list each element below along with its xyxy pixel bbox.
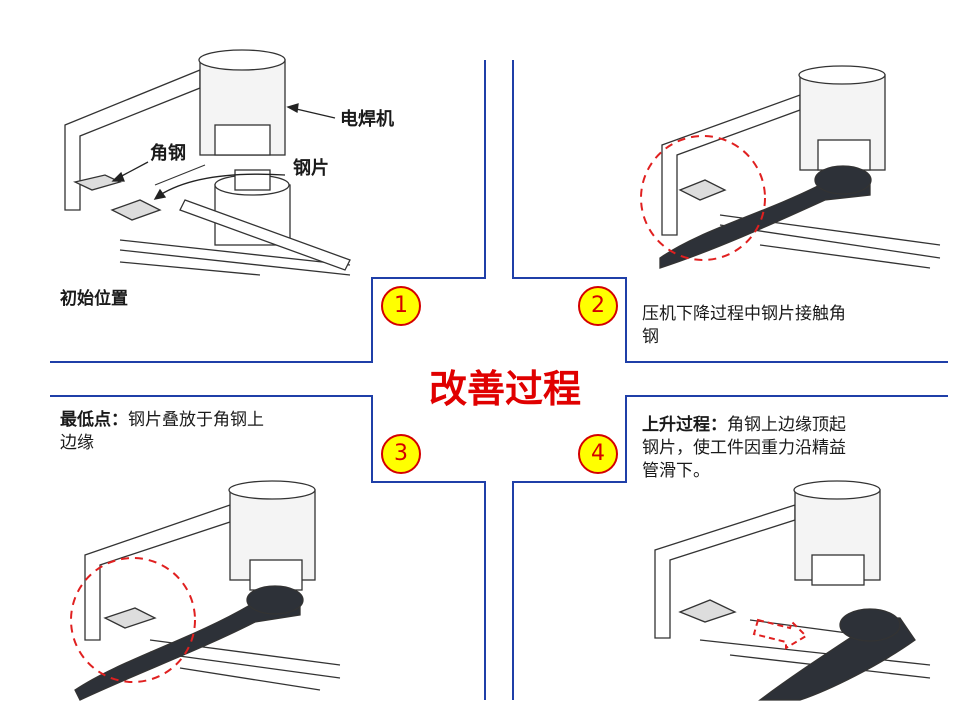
panel2-caption-line1: 压机下降过程中钢片接触角 — [642, 304, 846, 324]
panel3-highlight-circle — [70, 557, 196, 683]
step-badge-4: 4 — [578, 434, 618, 474]
panel1-caption: 初始位置 — [60, 289, 128, 309]
panel3-illustration — [74, 480, 341, 701]
panel4-illustration — [654, 480, 931, 701]
step-badge-2: 2 — [578, 286, 618, 326]
panel3-caption-bold: 最低点： — [60, 410, 128, 430]
panel2-illustration — [659, 65, 941, 269]
panel2-caption: 压机下降过程中钢片接触角 钢 — [642, 303, 912, 349]
label-welder: 电焊机 — [340, 109, 394, 130]
page-title: 改善过程 — [428, 367, 581, 411]
panel1-illustration — [64, 49, 351, 276]
panel4-caption-line3: 管滑下。 — [642, 461, 710, 481]
panel1-arrows — [111, 103, 336, 200]
divider-lines — [50, 60, 948, 700]
panel4-caption-bold: 上升过程： — [642, 415, 727, 435]
label-angle-steel: 角钢 — [150, 143, 186, 164]
panel2-highlight-circle — [640, 135, 766, 261]
panel4-caption-rest: 角钢上边缘顶起 — [727, 415, 846, 435]
panel4-caption: 上升过程：角钢上边缘顶起 钢片，使工件因重力沿精益 管滑下。 — [642, 414, 942, 483]
step-badge-1: 1 — [381, 286, 421, 326]
panel3-caption-line2: 边缘 — [60, 433, 94, 453]
label-steel-sheet: 钢片 — [293, 158, 329, 179]
panel3-caption-rest: 钢片叠放于角钢上 — [128, 410, 264, 430]
panel3-caption: 最低点：钢片叠放于角钢上 边缘 — [60, 409, 360, 455]
panel4-caption-line2: 钢片，使工件因重力沿精益 — [642, 438, 846, 458]
step-badge-3: 3 — [381, 434, 421, 474]
panel4-direction-arrow — [752, 618, 808, 650]
panel2-caption-line2: 钢 — [642, 327, 659, 347]
